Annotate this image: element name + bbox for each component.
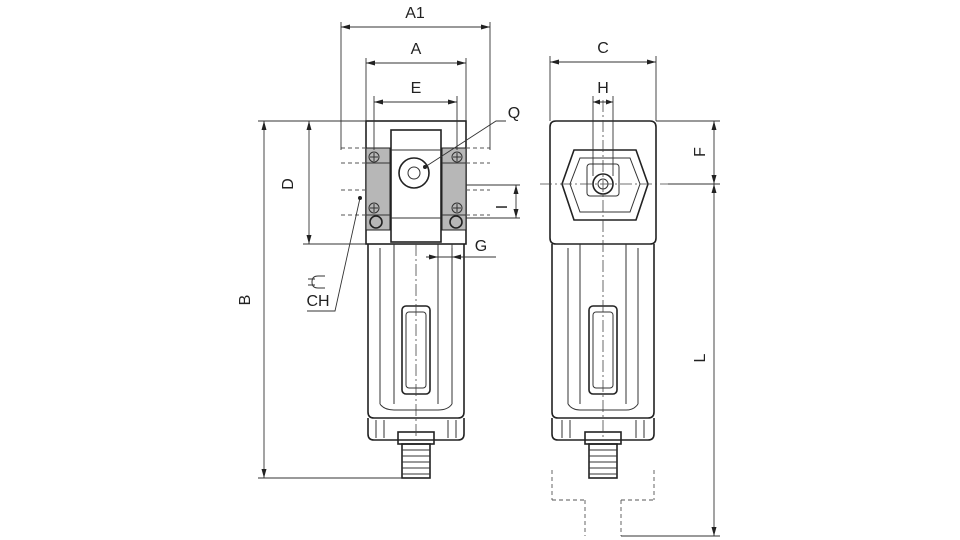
label-l: L [692, 353, 709, 362]
bowl-removal-clearance [551, 470, 655, 536]
side-dimensions [549, 56, 720, 537]
label-i: I [494, 205, 511, 209]
label-h: H [597, 80, 609, 97]
label-b: B [237, 295, 254, 306]
label-c: C [597, 40, 609, 57]
dimension-labels: A1 A E Q D B CH G C H F I L [237, 5, 709, 362]
side-bowl-ring [551, 418, 655, 441]
side-head-block [549, 120, 657, 245]
label-a: A [411, 41, 422, 58]
side-drain-nut [584, 431, 622, 445]
side-port [592, 173, 614, 195]
front-right-port-block [441, 147, 467, 231]
side-drain-stem [588, 443, 618, 479]
side-view [540, 100, 668, 536]
port-q [398, 157, 430, 189]
label-g: G [475, 238, 487, 255]
front-bowl [367, 244, 465, 419]
label-q: Q [508, 105, 520, 122]
front-dimensions [258, 22, 520, 479]
side-hex-nut [561, 149, 649, 221]
side-bowl [551, 244, 655, 419]
front-center-boss [390, 129, 442, 243]
label-f: F [692, 147, 709, 157]
wrench-icon [308, 275, 325, 289]
front-view [341, 120, 490, 479]
front-drain-stem [401, 443, 431, 479]
label-e: E [411, 80, 422, 97]
label-a1: A1 [405, 5, 425, 22]
label-ch: CH [306, 293, 329, 310]
front-screws [368, 151, 463, 229]
label-d: D [280, 178, 297, 190]
